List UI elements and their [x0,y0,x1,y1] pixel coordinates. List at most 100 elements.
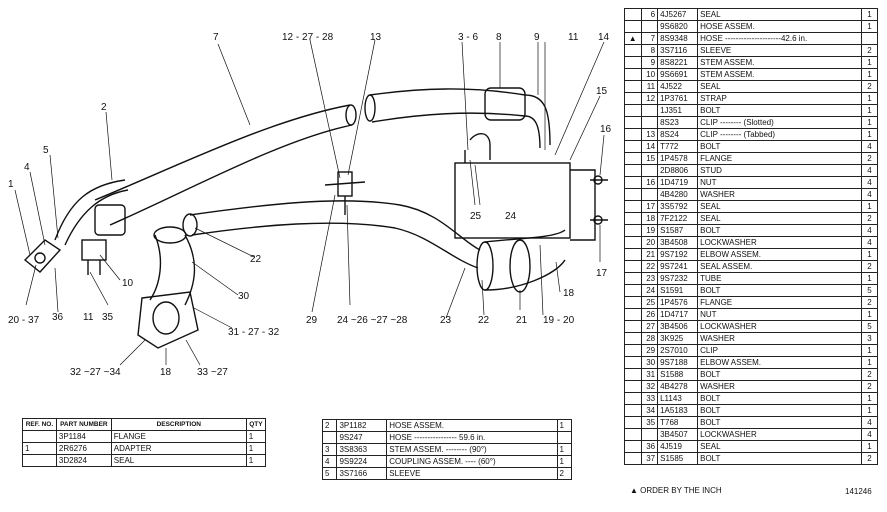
cell-ref: 27 [640,320,659,333]
cell-ref: 32 [640,380,659,393]
cell-pn: T768 [657,416,699,429]
cell-qty: 1 [860,56,879,69]
cell-desc: SEAL [697,80,862,93]
cell-ref: 37 [640,452,659,465]
callout-13: 13 [370,32,382,43]
cell-pn: S1588 [657,368,699,381]
cell-desc: BOLT [697,404,862,417]
callout-33: 33 ~27 [197,367,228,378]
cell-ref [22,430,57,443]
cell-desc: SEAL [697,8,862,21]
cell-ref: 3 [321,443,338,456]
cell-qty: 2 [860,368,879,381]
cell-qty: 1 [860,272,879,285]
cell-ref [640,164,659,177]
cell-pn: 1P4576 [657,296,699,309]
callout-24b: 24 ~26 ~27 ~28 [337,315,408,326]
cell-pn: 4J522 [657,80,699,93]
callout-1: 1 [8,179,14,190]
cell-pn: L1143 [657,392,699,405]
cell-qty: 2 [860,152,879,165]
callout-11a: 11 [568,32,579,43]
cell-ref: 15 [640,152,659,165]
cell-desc: LOCKWASHER [697,236,862,249]
callout-5: 5 [43,145,49,156]
adapter-36 [23,239,62,273]
cell-ref [640,116,659,129]
callout-23: 23 [440,315,452,326]
cell-desc: FLANGE [697,152,862,165]
flange-18 [137,291,199,349]
callout-8: 8 [496,32,502,43]
cell-desc: STEM ASSEM. [697,68,862,81]
cell-pn: 1A5183 [657,404,699,417]
cell-ref: 25 [640,296,659,309]
cell-ref [640,428,659,441]
cell-ref: 2 [321,419,338,432]
cell-qty: 5 [860,284,879,297]
cell-desc: STEM ASSEM. [697,56,862,69]
callout-18a: 18 [563,288,575,299]
cell-pn: 3K925 [657,332,699,345]
cell-desc: STRAP [697,92,862,105]
cell-desc: SEAL [697,212,862,225]
callout-22b: 22 [478,315,490,326]
cell-desc: CLIP -------- (Tabbed) [697,128,862,141]
cell-grp: ▲ [624,32,642,45]
cell-grp [624,356,642,369]
cell-pn: 2D8806 [657,164,699,177]
hose-2 [54,179,126,241]
cell-pn: 8S24 [657,128,699,141]
cell-grp [624,344,642,357]
cell-pn: 3B4506 [657,320,699,333]
cell-ref: 28 [640,332,659,345]
cell-ref: 9 [640,56,659,69]
cell-ref: 14 [640,140,659,153]
cell-qty: 1 [860,68,879,81]
cell-ref: 12 [640,92,659,105]
cell-ref: 11 [640,80,659,93]
cell-pn: 4B4280 [657,188,699,201]
cell-grp [624,128,642,141]
cell-grp [624,440,642,453]
cell-qty: 1 [860,440,879,453]
cell-qty: 1 [245,430,267,443]
hose-8 [369,88,526,96]
cell-desc: NUT [697,308,862,321]
header-qty: QTY [245,418,267,431]
cell-desc: CLIP [697,344,862,357]
cell-pn: 3S8363 [336,443,388,456]
cell-ref: 17 [640,200,659,213]
callout-14: 14 [598,32,610,43]
cell-grp [624,68,642,81]
cell-pn: 9S7192 [657,248,699,261]
callout-11b: 11 [83,312,94,323]
cell-grp [624,212,642,225]
cell-desc: BOLT [697,368,862,381]
cell-desc: LOCKWASHER [697,320,862,333]
callout-16: 16 [600,124,612,135]
header-ref-no: REF. NO. [22,418,57,431]
cell-pn: 1D4719 [657,176,699,189]
cell-grp [624,332,642,345]
cell-pn: 2S7010 [657,344,699,357]
cell-pn: 9S6691 [657,68,699,81]
cell-grp [624,20,642,33]
cell-ref: 10 [640,68,659,81]
